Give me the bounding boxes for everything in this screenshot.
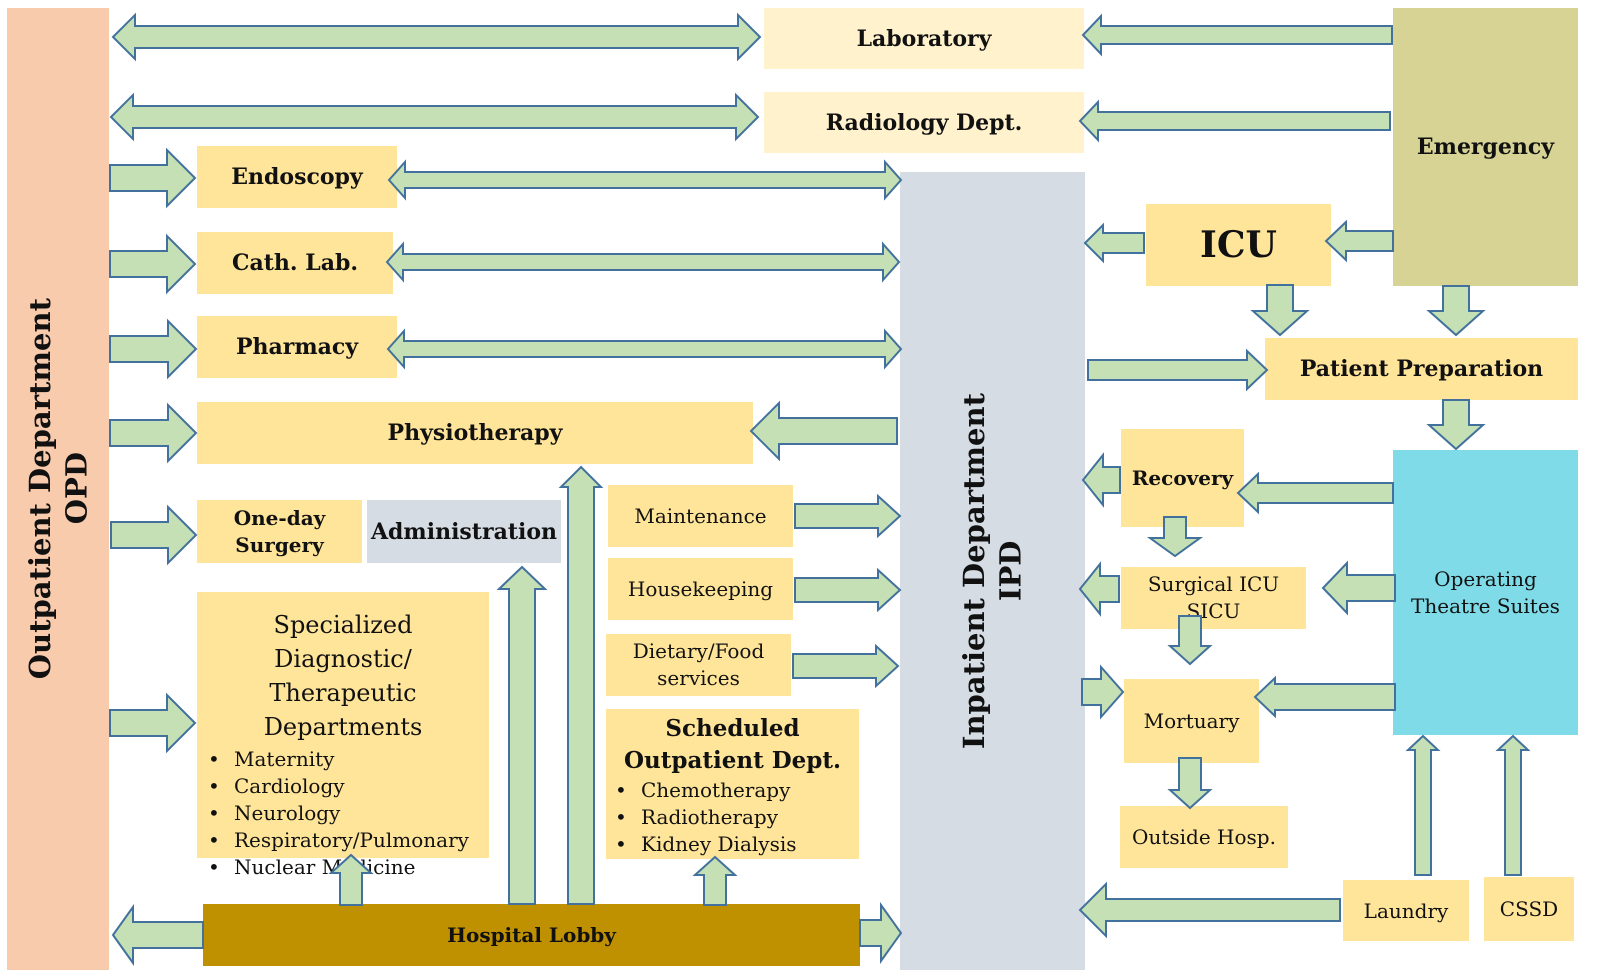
arrow-lobby-ipd <box>859 901 903 965</box>
arrow-opd-physiotherapy <box>109 402 198 464</box>
operating-theatre-box: Operating Theatre Suites <box>1393 450 1578 735</box>
arrow-ipd-mortuary <box>1081 664 1125 720</box>
list-item: Cardiology <box>208 773 478 800</box>
radiology-box: Radiology Dept. <box>764 92 1084 153</box>
arrow-emergency-patientprep <box>1426 285 1486 337</box>
arrow-laundry-ipd <box>1078 881 1341 939</box>
cssd-box: CSSD <box>1484 877 1574 941</box>
ipd-block: Inpatient Department IPD <box>900 172 1085 970</box>
sicu-box: Surgical ICU SICU <box>1121 567 1306 629</box>
arrow-laundry-ot <box>1405 734 1441 876</box>
arrow-lobby-scheduled <box>692 855 738 906</box>
arrow-icu-patientprep <box>1250 284 1310 337</box>
dietary-services-box: Dietary/Food services <box>606 634 791 696</box>
cath-lab-box: Cath. Lab. <box>197 232 393 294</box>
arrow-opd-oneday <box>110 504 198 566</box>
arrow-endoscopy-ipd <box>387 159 903 201</box>
list-item: Neurology <box>208 800 478 827</box>
arrow-ipd-patientprep <box>1087 348 1269 392</box>
arrow-mortuary-outside <box>1167 757 1213 810</box>
administration-box: Administration <box>367 500 561 563</box>
arrow-lobby-opd <box>111 903 204 967</box>
pharmacy-box: Pharmacy <box>197 316 397 378</box>
list-item: Maternity <box>208 746 478 773</box>
arrow-opd-endoscopy <box>109 147 197 209</box>
arrow-opd-pharmacy <box>109 318 198 380</box>
arrow-lab-opd <box>111 12 762 62</box>
arrow-radiology-opd <box>109 92 760 142</box>
arrow-cathlab-ipd <box>385 241 901 283</box>
arrow-housekeeping-ipd <box>794 567 902 613</box>
arrow-patientprep-ot <box>1426 399 1486 451</box>
list-item: Kidney Dialysis <box>615 831 850 858</box>
arrow-lobby-administration <box>496 565 548 905</box>
icu-box: ICU <box>1146 204 1331 286</box>
outside-hospital-box: Outside Hosp. <box>1120 806 1288 868</box>
ipd-label: Inpatient Department IPD <box>957 392 1028 750</box>
mortuary-box: Mortuary <box>1124 679 1259 763</box>
specialized-departments-list: Maternity Cardiology Neurology Respirato… <box>208 746 478 881</box>
patient-preparation-box: Patient Preparation <box>1265 338 1578 400</box>
arrow-dietary-ipd <box>792 643 900 689</box>
arrow-ot-recovery <box>1236 471 1394 515</box>
arrow-sicu-ipd <box>1078 561 1120 617</box>
emergency-box: Emergency <box>1393 8 1578 286</box>
physiotherapy-box: Physiotherapy <box>197 402 753 464</box>
arrow-emergency-icu <box>1324 219 1394 263</box>
opd-block: Outpatient Department OPD <box>7 8 109 970</box>
arrow-ipd-physiotherapy <box>749 400 898 462</box>
arrow-lobby-physiotherapy <box>558 465 604 905</box>
arrow-ot-sicu <box>1321 560 1396 616</box>
scheduled-opd-box: Scheduled Outpatient Dept. Chemotherapy … <box>606 709 859 859</box>
arrow-emergency-lab <box>1081 13 1393 57</box>
opd-label: Outpatient Department OPD <box>22 298 93 680</box>
hospital-lobby-box: Hospital Lobby <box>203 904 860 966</box>
arrow-cssd-ot <box>1495 734 1531 876</box>
one-day-surgery-box: One-day Surgery <box>197 500 362 563</box>
arrow-sicu-mortuary <box>1167 615 1213 666</box>
arrow-recovery-ipd <box>1081 452 1121 508</box>
recovery-box: Recovery <box>1121 429 1244 527</box>
list-item: Nuclear Medicine <box>208 854 478 881</box>
arrow-opd-cathlab <box>109 233 197 295</box>
arrow-recovery-sicu <box>1146 516 1204 558</box>
arrow-icu-ipd <box>1083 222 1145 264</box>
arrow-maintenance-ipd <box>794 493 902 539</box>
arrow-lobby-specialized <box>328 853 374 906</box>
specialized-departments-title: Specialized Diagnostic/ Therapeutic Depa… <box>263 611 423 741</box>
list-item: Chemotherapy <box>615 777 850 804</box>
arrow-pharmacy-ipd <box>386 328 903 370</box>
laboratory-box: Laboratory <box>764 8 1084 69</box>
endoscopy-box: Endoscopy <box>197 146 397 208</box>
arrow-emergency-radiology <box>1078 99 1391 143</box>
laundry-box: Laundry <box>1343 880 1469 941</box>
specialized-departments-box: Specialized Diagnostic/ Therapeutic Depa… <box>197 592 489 881</box>
housekeeping-box: Housekeeping <box>608 558 793 620</box>
scheduled-opd-list: Chemotherapy Radiotherapy Kidney Dialysi… <box>615 777 850 858</box>
maintenance-box: Maintenance <box>608 485 793 547</box>
list-item: Radiotherapy <box>615 804 850 831</box>
scheduled-opd-title: Scheduled Outpatient Dept. <box>623 715 841 774</box>
list-item: Respiratory/Pulmonary <box>208 827 478 854</box>
arrow-opd-specialized <box>109 692 197 754</box>
arrow-ot-mortuary <box>1253 675 1396 719</box>
